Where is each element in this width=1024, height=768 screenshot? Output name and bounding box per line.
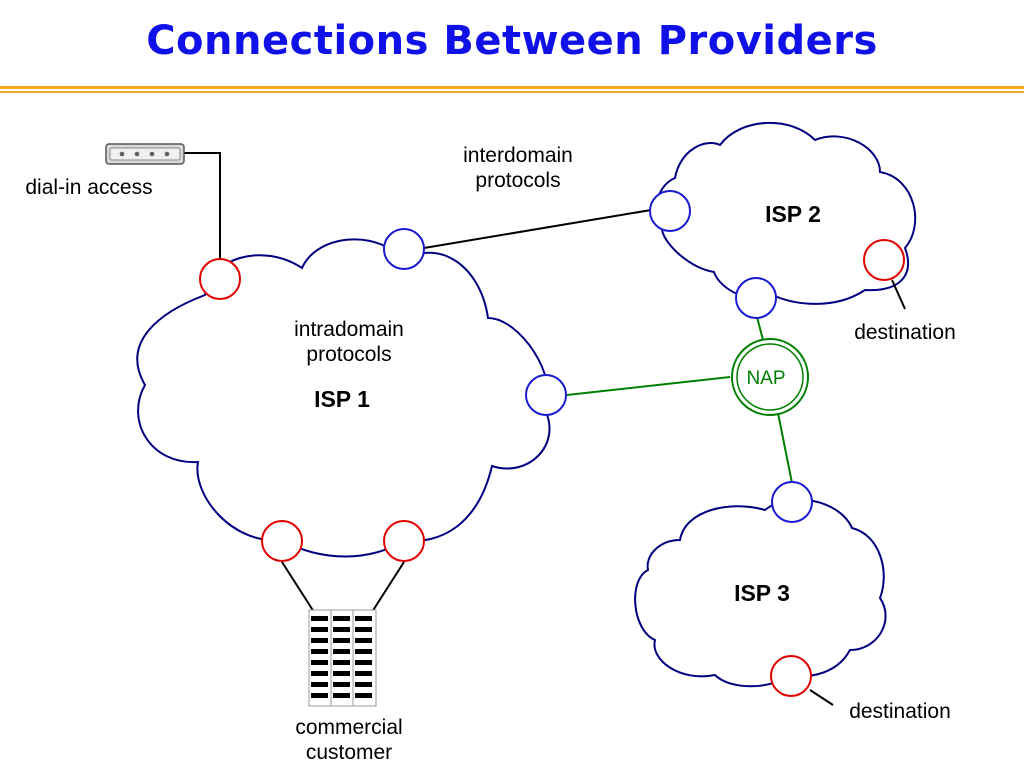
isp3-destination-router [770,655,812,697]
interdomain-label-line1: interdomain [463,144,573,167]
isp2-nap-router [735,277,777,319]
isp1-nap-link [566,376,731,396]
isp3-label: ISP 3 [734,580,790,606]
nap-node [731,338,809,416]
title-rule-top [0,86,1024,89]
nap-isp3-link [777,412,793,484]
intradomain-label-line2: protocols [306,343,391,366]
isp2-destination-router [863,239,905,281]
dial-in-access-label: dial-in access [25,176,152,199]
isp2-interdomain-router [649,190,691,232]
isp1-interdomain-router [383,228,425,270]
isp1-label: ISP 1 [314,386,370,412]
intradomain-label-line1: intradomain [294,318,404,341]
isp2-nap-link [756,316,764,341]
isp3-destination-label: destination [849,700,951,723]
title-rule-bottom [0,91,1024,93]
isp1-customer-router-right [383,520,425,562]
modem-icon [105,143,185,165]
isp1-cloud [136,238,551,558]
interdomain-link [423,209,652,249]
isp2-destination-pointer [891,279,906,310]
isp1-nap-router [525,374,567,416]
isp2-destination-label: destination [854,321,956,344]
slide-title: Connections Between Providers [146,18,878,64]
building-icon [308,609,377,707]
isp1-dialin-router [199,258,241,300]
nap-label: NAP [746,368,785,389]
isp2-cloud [655,121,917,305]
isp2-label: ISP 2 [765,201,821,227]
isp3-nap-router [771,481,813,523]
dial-in-link [184,152,221,262]
interdomain-label-line2: protocols [475,169,560,192]
customer-link-left [281,561,315,613]
isp1-customer-router-left [261,520,303,562]
isp3-destination-pointer [809,689,834,706]
commercial-label-line2: customer [306,741,392,764]
commercial-label-line1: commercial [295,716,402,739]
customer-link-right [371,561,405,613]
